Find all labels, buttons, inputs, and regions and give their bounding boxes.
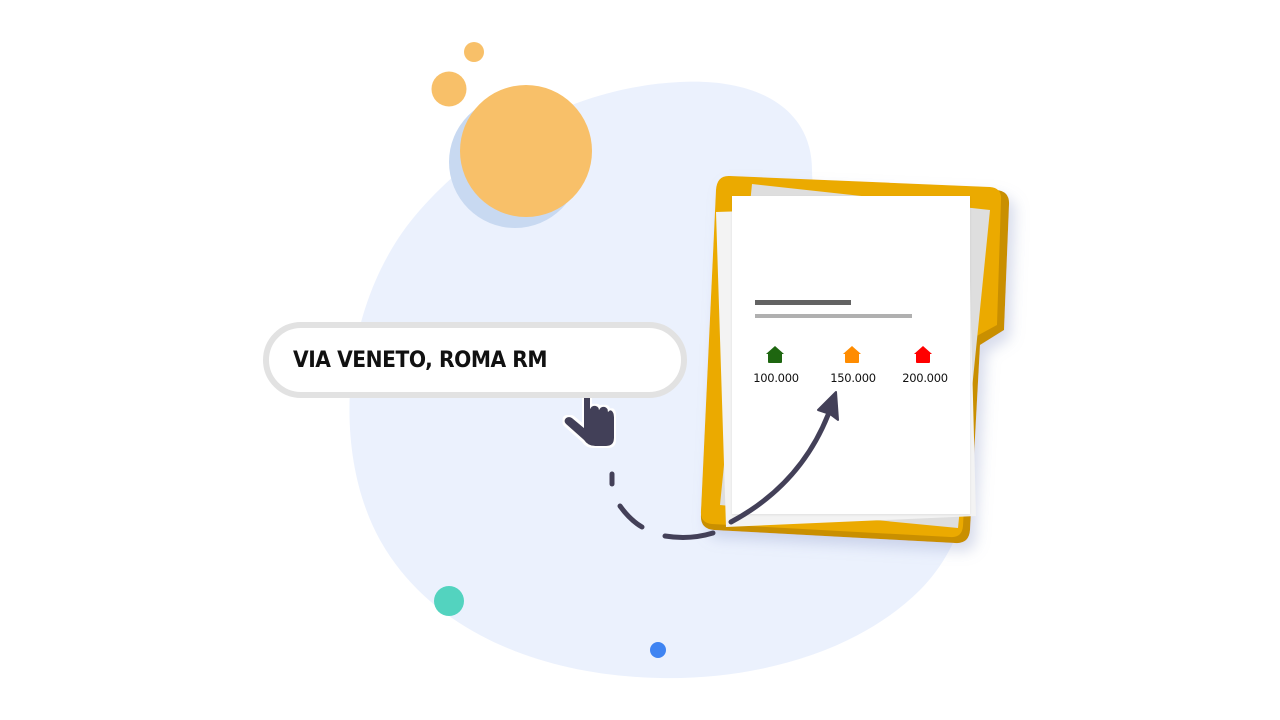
flow-arrow: [609, 412, 831, 540]
price-label-high: 200.000: [902, 371, 948, 385]
small-orange-dot: [431, 71, 467, 107]
price-label-low: 100.000: [753, 371, 799, 385]
blue-dot: [650, 642, 666, 658]
address-search-value: VIA VENETO, ROMA RM: [293, 347, 548, 373]
pointer-hand-icon: [564, 384, 614, 446]
document-subtitle-line: [755, 314, 912, 318]
address-search-field[interactable]: VIA VENETO, ROMA RM: [263, 322, 687, 398]
arrow-head-icon: [817, 391, 839, 421]
house-icon-red: [914, 346, 932, 363]
document-stack: [716, 184, 990, 528]
document-title-line: [755, 300, 851, 305]
sun-circle: [460, 85, 592, 217]
price-label-mid: 150.000: [830, 371, 876, 385]
house-icon-orange: [843, 346, 861, 363]
house-icon-green: [766, 346, 784, 363]
teal-dot: [434, 586, 464, 616]
tiny-orange-dot: [464, 42, 484, 62]
